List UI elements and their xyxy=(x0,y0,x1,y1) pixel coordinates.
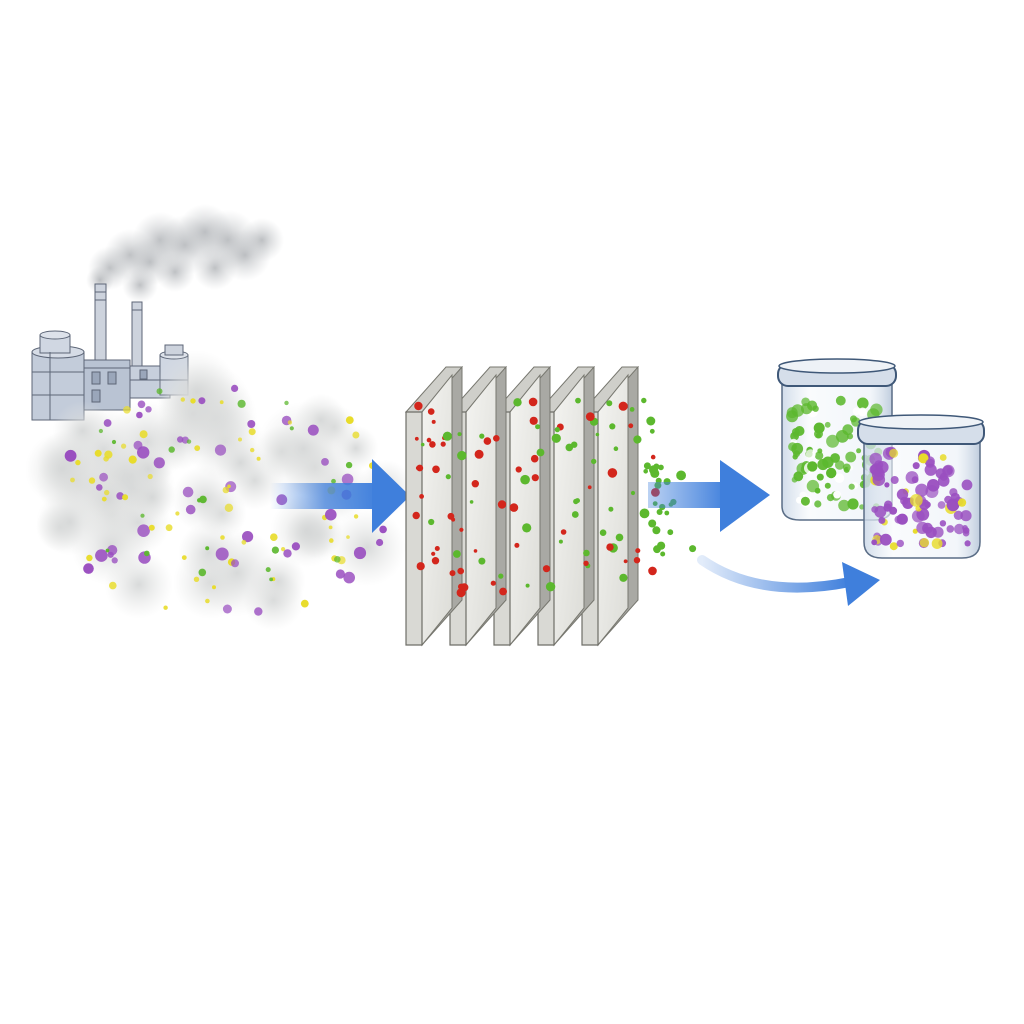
jar-purple xyxy=(857,414,985,559)
purple-particles xyxy=(869,446,973,551)
flow-arrow-in xyxy=(270,459,410,533)
smoke-plume xyxy=(86,204,284,303)
flow-arrow-curved xyxy=(697,555,880,606)
filter-stack xyxy=(404,365,640,647)
flow-arrow-out xyxy=(648,460,770,532)
emission-particles xyxy=(64,384,387,616)
outflow-particles xyxy=(639,464,697,557)
